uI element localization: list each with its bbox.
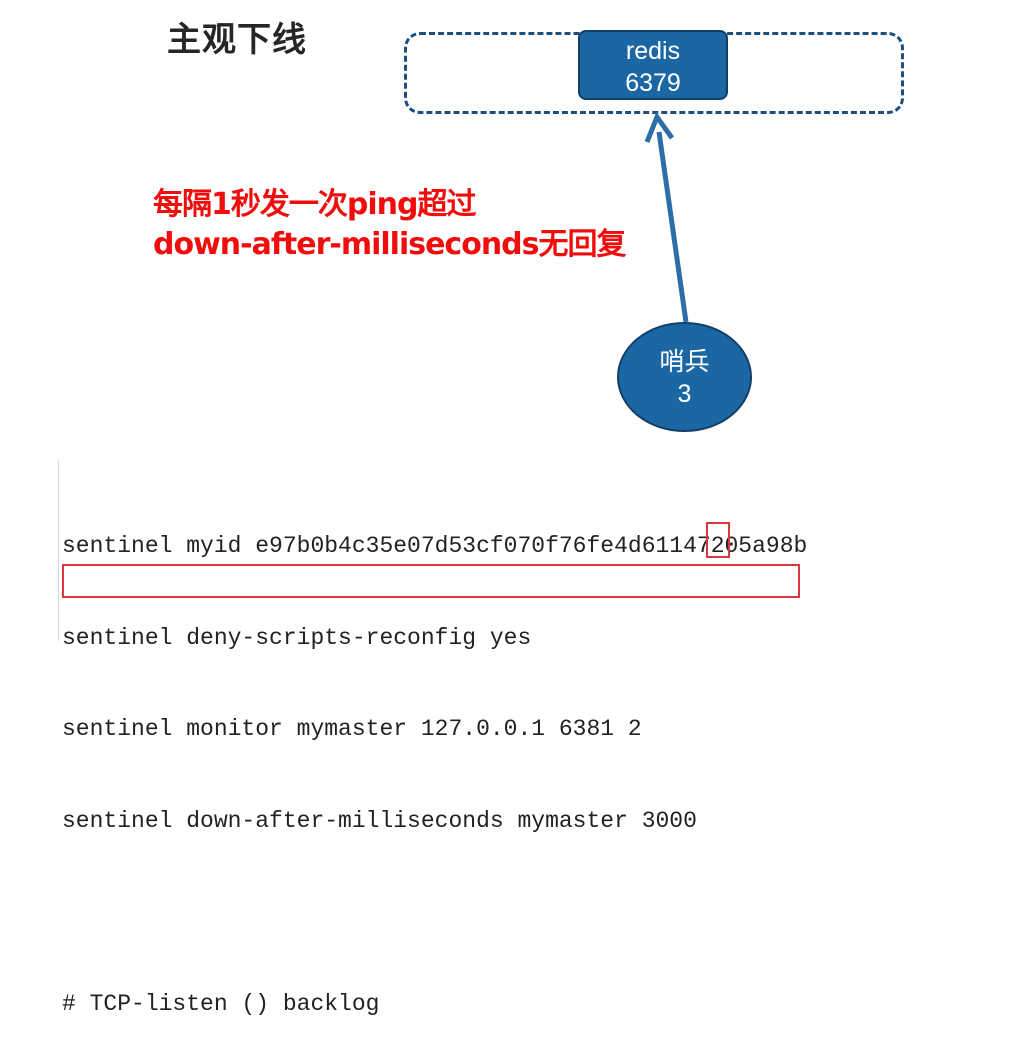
annotation-line-2: down-after-milliseconds无回复: [153, 227, 627, 262]
ping-arrow-head: [644, 111, 675, 143]
down-after-highlight-box: [62, 564, 800, 598]
sentinel-node-number: 3: [677, 380, 692, 408]
redis-node-port: 6379: [625, 69, 681, 97]
config-line-deny-scripts: sentinel deny-scripts-reconfig yes: [62, 624, 532, 651]
quorum-highlight-box: [706, 522, 730, 558]
config-line-myid: sentinel myid e97b0b4c35e07d53cf070f76fe…: [62, 533, 808, 559]
config-line-blank: [62, 897, 807, 928]
slide-title: 主观下线: [167, 20, 307, 60]
config-line-monitor: sentinel monitor mymaster 127.0.0.1 6381…: [62, 716, 642, 742]
sentinel-node-name: 哨兵: [659, 348, 710, 376]
config-line-tcp-listen: # TCP-listen () backlog: [62, 990, 380, 1017]
redis-node: redis 6379: [578, 30, 728, 100]
ping-arrow-line: [656, 131, 689, 323]
config-line-down-after: sentinel down-after-milliseconds mymaste…: [62, 807, 697, 834]
ping-arrow: [644, 111, 689, 323]
code-panel-border: [58, 460, 59, 641]
redis-node-name: redis: [625, 37, 681, 65]
ping-annotation: 每隔1秒发一次ping超过 down-after-milliseconds无回复: [153, 185, 627, 265]
sentinel-node: 哨兵 3: [617, 322, 752, 432]
annotation-line-1: 每隔1秒发一次ping超过: [153, 187, 476, 222]
sentinel-config-code: sentinel myid e97b0b4c35e07d53cf070f76fe…: [62, 470, 807, 1050]
